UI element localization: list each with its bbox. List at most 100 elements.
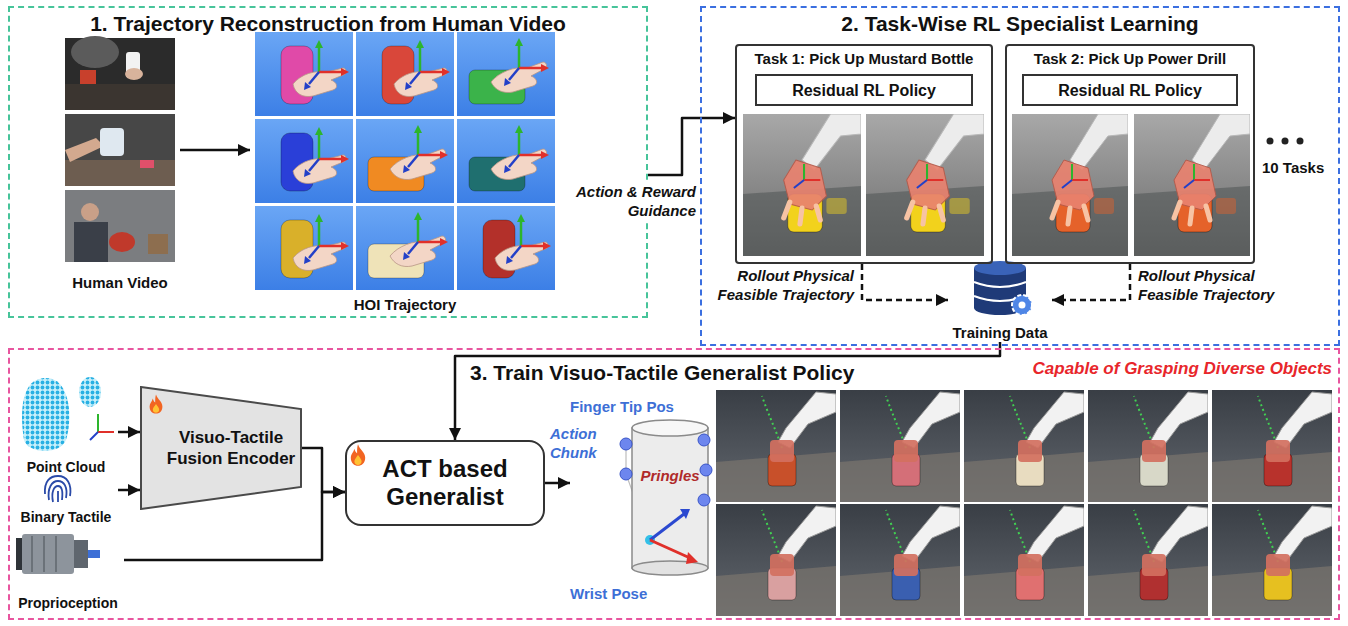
connector-arrow <box>118 489 140 492</box>
illustration-part <box>698 494 710 506</box>
robot-photo <box>1012 114 1128 256</box>
policy-label: Residual RL Policy <box>792 81 936 100</box>
illustration-part <box>1019 302 1026 309</box>
edge-label: Action & Reward Guidance <box>564 182 696 220</box>
robot-photo <box>866 114 984 256</box>
image-caption: Human Video <box>72 274 168 292</box>
illustration-part <box>65 138 104 162</box>
edge-label: Action Chunk <box>550 424 608 462</box>
connector-arrow <box>118 431 140 434</box>
more-dots <box>1267 138 1304 145</box>
illustration-part <box>632 428 708 568</box>
illustration-part <box>65 114 175 186</box>
sim-frame <box>964 390 1084 502</box>
sim-frame <box>716 504 836 616</box>
section-title: 2. Task-Wise RL Specialist Learning <box>841 11 1198 37</box>
illustration-part <box>680 509 690 519</box>
tactile-input: Binary Tactile <box>14 478 118 526</box>
illustration-part <box>109 232 135 252</box>
hoi-frame <box>255 206 353 290</box>
illustration-part <box>698 434 710 446</box>
sim-frame <box>1088 390 1208 502</box>
hoi-frame <box>457 206 555 290</box>
video-frame <box>65 190 175 262</box>
sim-frame <box>840 504 960 616</box>
illustration-part <box>100 128 124 156</box>
hoi-frame <box>356 206 454 290</box>
task-title: Task 1: Pick Up Mustard Bottle <box>755 49 974 68</box>
video-frame <box>65 36 175 110</box>
illustration-part <box>686 552 698 564</box>
illustration-part <box>650 514 684 540</box>
illustration-part <box>43 536 45 572</box>
task-box: Task 2: Pick Up Power DrillResidual RL P… <box>1005 44 1255 264</box>
input-label: Point Cloud <box>27 459 106 476</box>
connector-arrow <box>180 149 250 152</box>
illustration-part <box>148 234 168 254</box>
connector-arrow <box>455 342 1000 440</box>
illustration-part <box>620 438 632 450</box>
illustration-part <box>65 84 175 110</box>
illustration-part <box>88 550 100 558</box>
illustration-part <box>632 561 708 575</box>
illustration-part <box>700 464 712 476</box>
encoder-shape <box>140 386 302 510</box>
result-frames <box>716 390 1332 616</box>
database-icon <box>974 261 1032 315</box>
sim-frame <box>1212 504 1332 616</box>
fingerprint-icon <box>45 476 71 502</box>
illustration-part <box>31 536 33 572</box>
encoder-outline <box>141 387 301 509</box>
connector-arrow <box>862 264 948 300</box>
generalist-box: ACT based Generalist <box>345 440 545 526</box>
section-title: 3. Train Visuo-Tactile Generalist Policy <box>470 360 854 386</box>
illustration-part <box>65 190 175 262</box>
illustration-part <box>1267 138 1274 145</box>
hoi-frame <box>457 119 555 203</box>
output-label: Finger Tip Pos <box>570 398 674 416</box>
illustration-part <box>71 36 119 68</box>
input-label: Proprioception <box>18 595 118 612</box>
robot-photo <box>743 114 861 256</box>
sim-frame <box>716 390 836 502</box>
illustration-part <box>1297 138 1304 145</box>
task-photos <box>743 114 1250 256</box>
illustration-part <box>81 203 99 221</box>
connector-arrow <box>302 448 345 492</box>
sim-frame <box>1212 390 1332 502</box>
illustration-part <box>98 431 114 433</box>
input-label: Binary Tactile <box>21 509 112 526</box>
hoi-frame <box>255 119 353 203</box>
hoi-frames: HOI Trajectory <box>250 30 560 314</box>
sim-frame <box>840 390 960 502</box>
count-note: 10 Tasks <box>1262 158 1324 177</box>
illustration-part <box>80 70 96 84</box>
edge-label: Rollout Physical Feasible Trajectory <box>1138 266 1280 304</box>
trainable-icon <box>150 394 163 413</box>
robot-photo <box>1134 114 1250 256</box>
illustration-part <box>74 540 88 568</box>
grasp-illustration <box>620 420 712 575</box>
illustration-part <box>650 540 690 558</box>
motor-icon <box>16 534 100 574</box>
edge-label: Rollout Physical Feasible Trajectory <box>712 266 854 304</box>
video-frames: Human Video <box>60 36 180 292</box>
task-title: Task 2: Pick Up Power Drill <box>1034 49 1226 68</box>
highlight-note: Capable of Grasping Diverse Objects <box>990 358 1332 379</box>
illustration-part <box>1282 138 1289 145</box>
illustration-part <box>55 536 57 572</box>
illustration-part <box>632 420 708 436</box>
point-cloud-icon <box>22 377 114 451</box>
generalist-label: ACT based Generalist <box>357 455 533 511</box>
task-box: Task 1: Pick Up Mustard BottleResidual R… <box>735 44 993 264</box>
policy-label: Residual RL Policy <box>1058 81 1202 100</box>
illustration-part <box>97 414 99 432</box>
hoi-frame <box>457 32 555 116</box>
section-panel: 1. Trajectory Reconstruction from Human … <box>8 6 648 318</box>
section-title: 1. Trajectory Reconstruction from Human … <box>90 11 566 37</box>
hoi-frames <box>255 32 555 290</box>
output-label: Wrist Pose <box>570 585 647 603</box>
hoi-frame <box>356 32 454 116</box>
connector-arrow <box>648 118 735 175</box>
